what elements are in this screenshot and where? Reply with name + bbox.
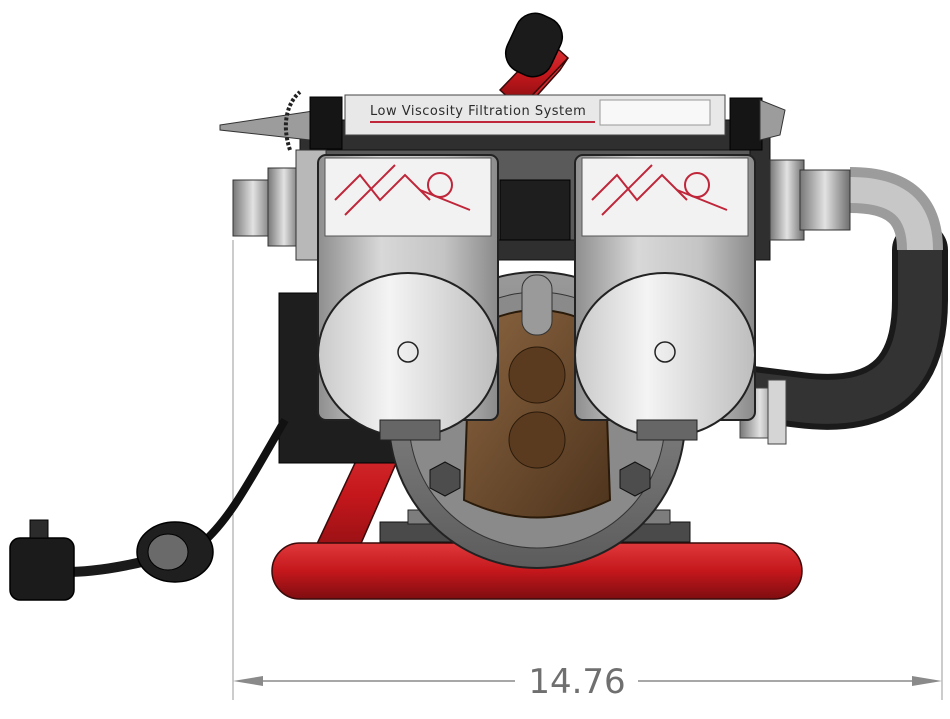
handle-grip [504, 12, 564, 78]
filter-canister-left [317, 154, 499, 441]
outlet-fitting [769, 159, 851, 241]
unit-label: Low Viscosity Filtration System [370, 104, 586, 119]
dimension-value: 14.76 [528, 662, 625, 702]
width-dimension: 14.76 [233, 662, 942, 702]
dimension-arrow-left [233, 676, 263, 686]
dimension-arrow-right [912, 676, 942, 686]
inlet-fitting [232, 149, 327, 261]
left-lever [219, 109, 321, 141]
drain-caps [219, 90, 786, 151]
outlet-hose [692, 167, 948, 445]
filter-canister-right [574, 154, 756, 441]
pump-cover [462, 274, 612, 519]
power-cord [9, 417, 289, 601]
extension-lines [232, 240, 943, 700]
pump-bolts [429, 461, 651, 497]
power-plug [9, 537, 75, 601]
